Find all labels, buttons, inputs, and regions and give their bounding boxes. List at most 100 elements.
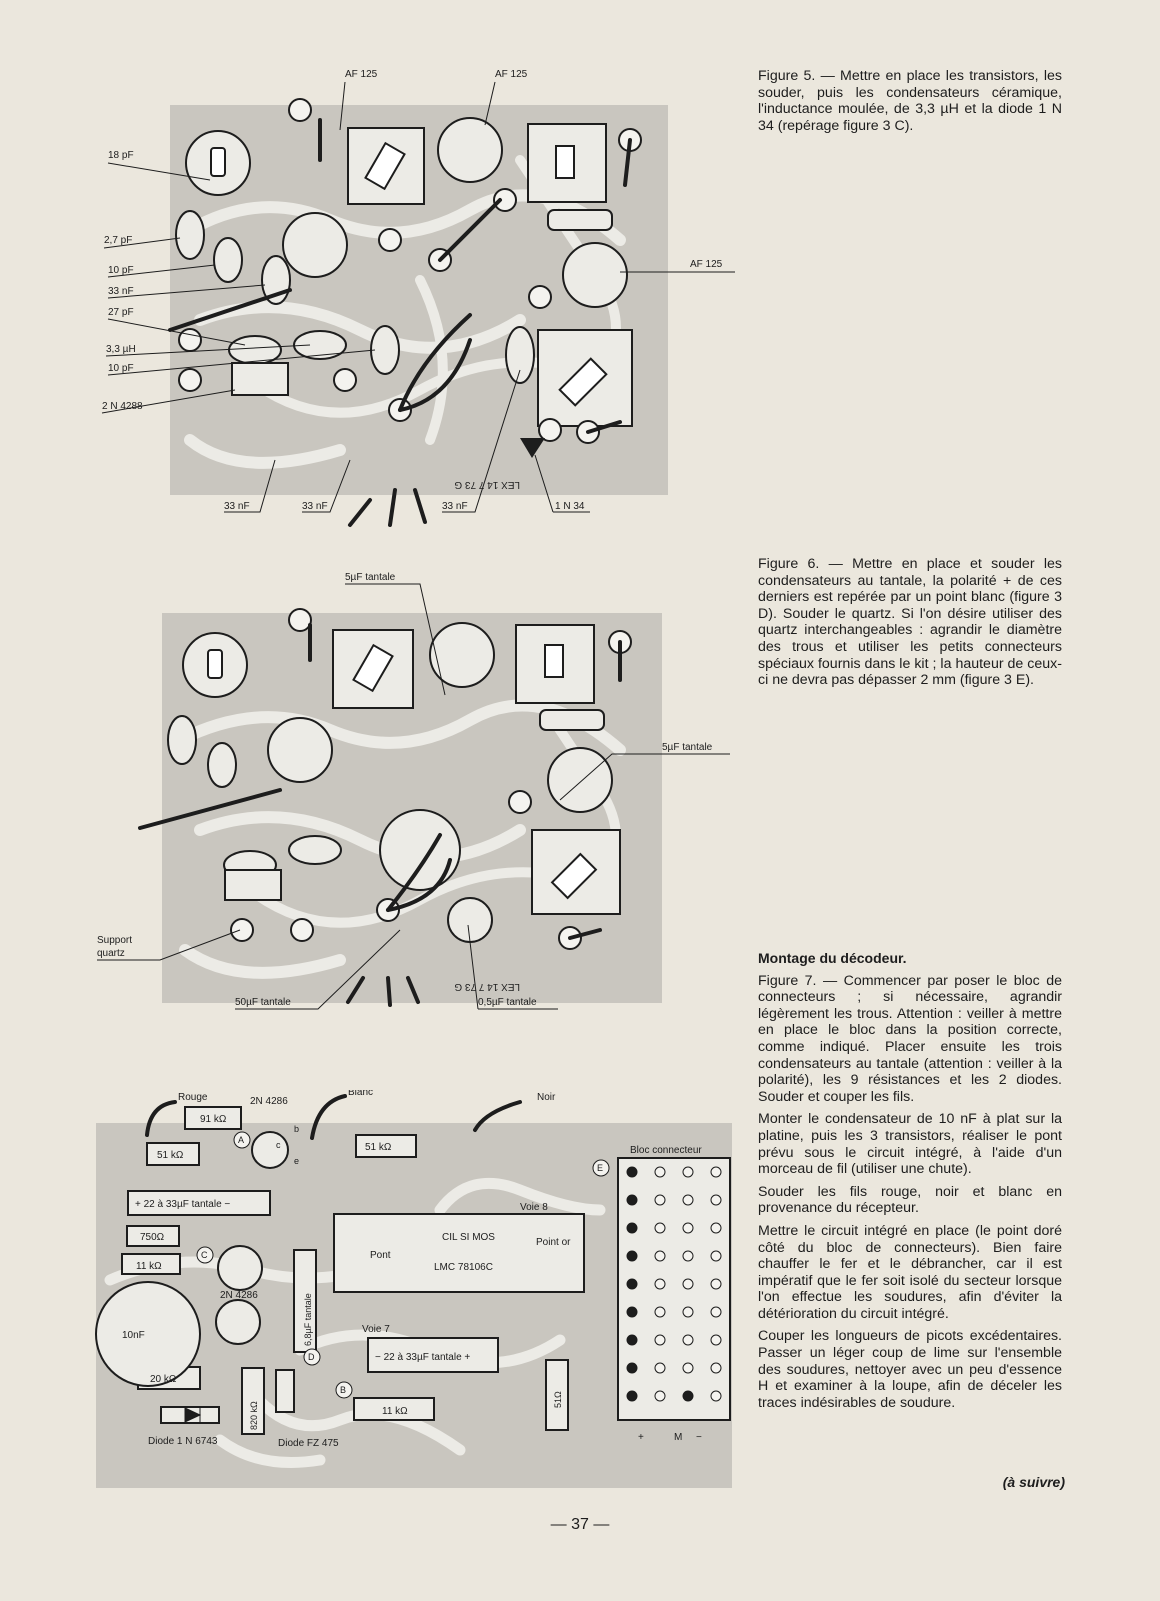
- wires: [168, 118, 632, 527]
- connector-pin: [682, 1334, 694, 1346]
- connector-pin: [682, 1306, 694, 1318]
- label-resistor: 11 kΩ: [382, 1406, 408, 1417]
- label-point: Point or: [536, 1237, 571, 1248]
- label-tantalum: + 22 à 33µF tantale −: [135, 1199, 230, 1210]
- label-capacitor: 10nF: [122, 1330, 145, 1341]
- label-diode: 1 N 34: [555, 501, 585, 512]
- connector-pin: [710, 1390, 722, 1402]
- label-capacitor: 33 nF: [302, 501, 328, 512]
- label-inductor: 3,3 µH: [106, 344, 136, 355]
- connector-pin: [626, 1278, 638, 1290]
- label-capacitor: 18 pF: [108, 150, 134, 161]
- label-support: quartz: [97, 948, 125, 959]
- page-number: — 37 —: [550, 1516, 610, 1533]
- label-af125: AF 125: [345, 69, 378, 80]
- label-voie: Voie 7: [362, 1324, 390, 1335]
- connector-pin: [654, 1194, 666, 1206]
- connector-pin: [626, 1166, 638, 1178]
- point-c: C: [201, 1250, 208, 1260]
- label-resistor: 750Ω: [140, 1232, 165, 1243]
- figure-7-board: Rouge Blanc Noir 2N 4286 91 kΩ 51 kΩ 51 …: [95, 1090, 732, 1488]
- section-heading: Montage du décodeur.: [758, 950, 907, 966]
- figure-7-section: Montage du décodeur. Figure 7. — Commenc…: [758, 950, 1062, 1417]
- label-blanc: Blanc: [348, 1090, 373, 1098]
- connector-pin: [682, 1194, 694, 1206]
- label-tantalum: 6,8µF tantale: [303, 1293, 313, 1346]
- label-pont: Pont: [370, 1250, 391, 1261]
- figure-6-board: LEX 14 7 73 G 5µF tantale 5µF tantale Su…: [97, 572, 730, 1010]
- components: [167, 608, 632, 950]
- label-voie: Voie 8: [520, 1202, 548, 1213]
- paragraph: Souder les fils rouge, noir et blanc en …: [758, 1183, 1062, 1217]
- label-ic: CIL SI MOS: [442, 1232, 495, 1243]
- label-rouge: Rouge: [178, 1092, 208, 1103]
- label-tantalum: − 22 à 33µF tantale +: [375, 1352, 470, 1363]
- connector-pin: [682, 1250, 694, 1262]
- connector-pin: [682, 1222, 694, 1234]
- wires: [145, 1094, 522, 1140]
- label-diode: Diode FZ 475: [278, 1438, 339, 1449]
- label-capacitor: 33 nF: [224, 501, 250, 512]
- connector-pin: [654, 1166, 666, 1178]
- callouts: 5µF tantale 5µF tantale Support quartz 5…: [97, 572, 730, 1010]
- label-ic: LMC 78106C: [434, 1262, 493, 1273]
- paragraph: Figure 7. — Commencer par poser le bloc …: [758, 972, 1062, 1105]
- label-plus: +: [638, 1432, 644, 1443]
- connector-pin: [710, 1362, 722, 1374]
- connector-pin: [654, 1390, 666, 1402]
- label-resistor: 91 kΩ: [200, 1114, 227, 1125]
- paragraph: Mettre le circuit intégré en place (le p…: [758, 1222, 1062, 1322]
- connector-pin: [626, 1334, 638, 1346]
- label-af125: AF 125: [690, 259, 723, 270]
- wires: [138, 623, 622, 1007]
- figure-5-board: LEX 14 7 73 G AF 125 AF 125 AF 125 18 pF…: [101, 69, 735, 527]
- label-resistor: 11 kΩ: [136, 1261, 162, 1272]
- label-support: Support: [97, 935, 132, 946]
- pin-b: b: [294, 1124, 299, 1134]
- connector-pin: [682, 1278, 694, 1290]
- label-tantalum: 50µF tantale: [235, 997, 291, 1008]
- connector-pin: [654, 1250, 666, 1262]
- label-tantalum: 5µF tantale: [662, 742, 713, 753]
- point-d: D: [308, 1352, 315, 1362]
- label-resistor: 20 kΩ: [150, 1374, 177, 1385]
- point-a: A: [238, 1135, 244, 1145]
- connector-pin: [710, 1250, 722, 1262]
- label-capacitor: 10 pF: [108, 363, 134, 374]
- connector-pin: [710, 1166, 722, 1178]
- label-capacitor: 33 nF: [442, 501, 468, 512]
- connector-pin: [654, 1222, 666, 1234]
- connector-pin: [626, 1194, 638, 1206]
- label-minus: −: [696, 1432, 702, 1443]
- label-capacitor: 33 nF: [108, 286, 134, 297]
- label-resistor: 51 kΩ: [157, 1150, 184, 1161]
- connector-pin: [626, 1390, 638, 1402]
- connector-pin: [654, 1334, 666, 1346]
- connector-pin: [626, 1250, 638, 1262]
- connector-pin: [710, 1334, 722, 1346]
- connector-pin: [654, 1278, 666, 1290]
- label-resistor: 51Ω: [553, 1391, 563, 1408]
- connector-pin: [710, 1222, 722, 1234]
- connector-pin: [654, 1306, 666, 1318]
- figure-6-caption: Figure 6. — Mettre en place et souder le…: [758, 556, 1062, 689]
- label-resistor: 51 kΩ: [365, 1142, 392, 1153]
- label-tantalum: 0,5µF tantale: [478, 997, 537, 1008]
- pcb-text: LEX 14 7 73 G: [454, 981, 520, 992]
- label-capacitor: 10 pF: [108, 265, 134, 276]
- pin-c: c: [276, 1140, 281, 1150]
- label-tantalum: 5µF tantale: [345, 572, 396, 583]
- connector-pin: [682, 1390, 694, 1402]
- pin-e: e: [294, 1156, 299, 1166]
- label-af125: AF 125: [495, 69, 528, 80]
- connector-pin: [710, 1278, 722, 1290]
- label-noir: Noir: [537, 1092, 556, 1103]
- callouts: AF 125 AF 125 AF 125 18 pF 2,7 pF 10 pF …: [101, 69, 735, 513]
- connector-pin: [626, 1362, 638, 1374]
- callouts: Rouge Blanc Noir 2N 4286 91 kΩ 51 kΩ 51 …: [122, 1090, 702, 1449]
- point-e: E: [597, 1163, 603, 1173]
- connector-pin: [654, 1362, 666, 1374]
- label-capacitor: 2,7 pF: [104, 235, 132, 246]
- connector-pin: [626, 1222, 638, 1234]
- paragraph: Monter le condensateur de 10 nF à plat s…: [758, 1111, 1062, 1178]
